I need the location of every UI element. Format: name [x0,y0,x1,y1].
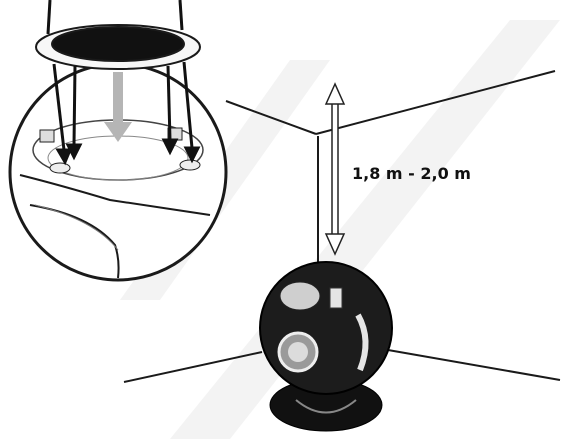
mounting-detail-inset [8,62,228,282]
height-range-label: 1,8 m - 2,0 m [352,164,471,183]
planetarium-projector [259,261,393,432]
height-arrow [324,82,346,256]
insertion-arrows [52,61,201,166]
center-arrow [104,72,132,142]
projector-lid [35,0,201,70]
ceiling-corner [123,70,561,383]
